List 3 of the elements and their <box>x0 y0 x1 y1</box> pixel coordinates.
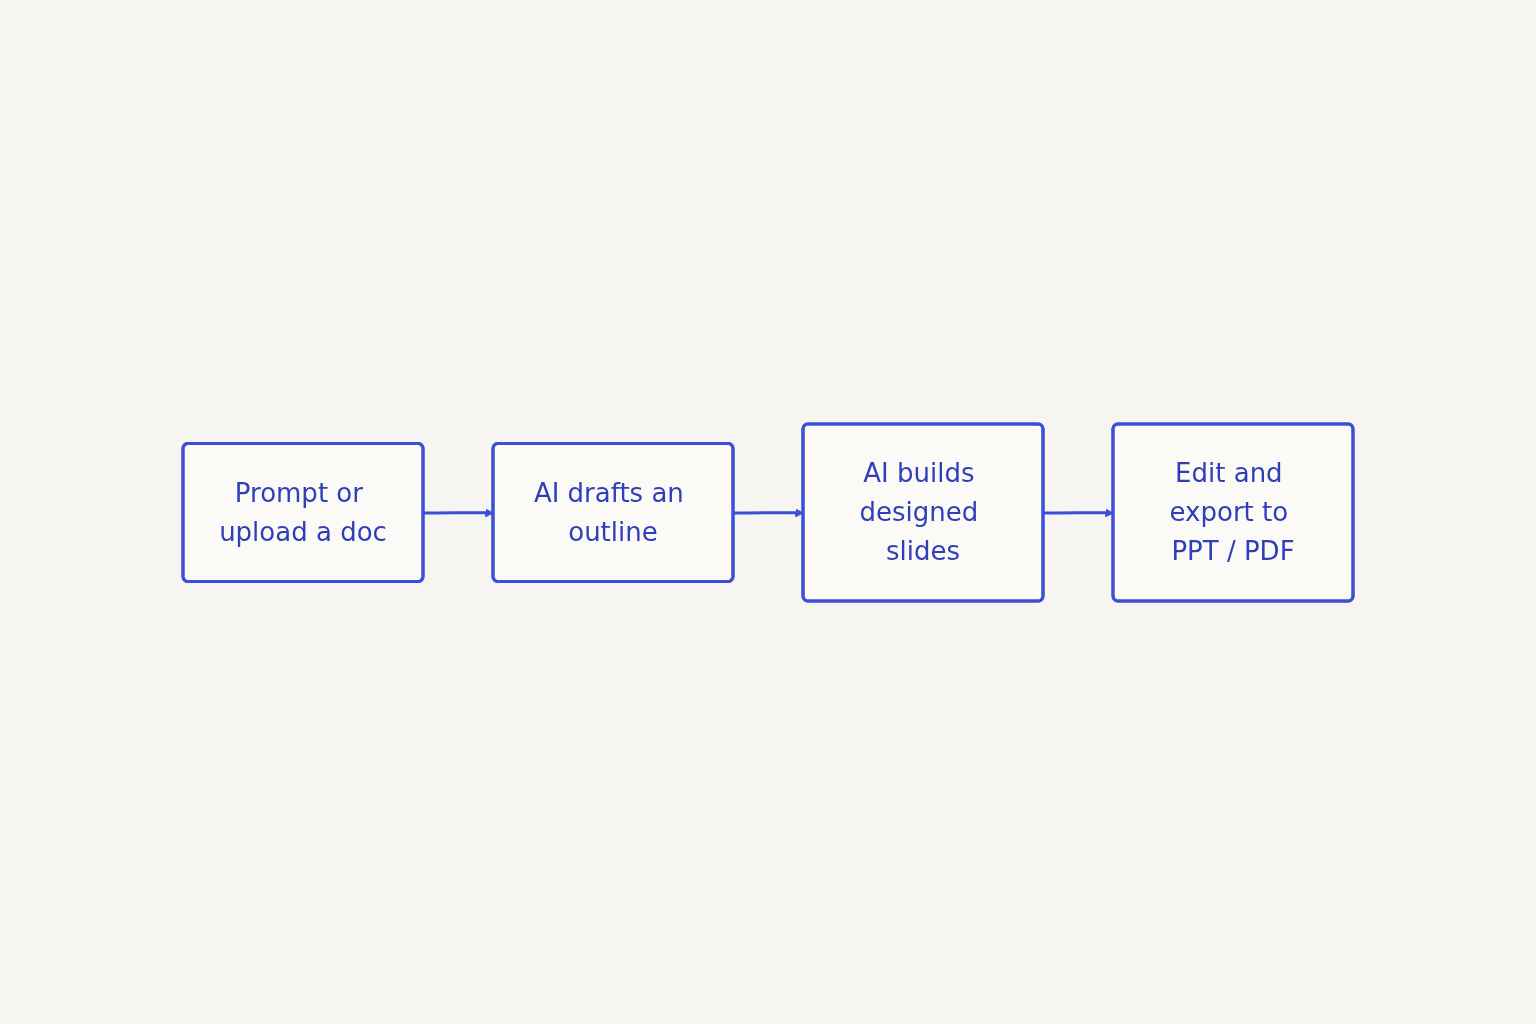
arrow <box>1043 508 1114 517</box>
arrow <box>423 508 494 517</box>
arrow <box>733 508 804 517</box>
